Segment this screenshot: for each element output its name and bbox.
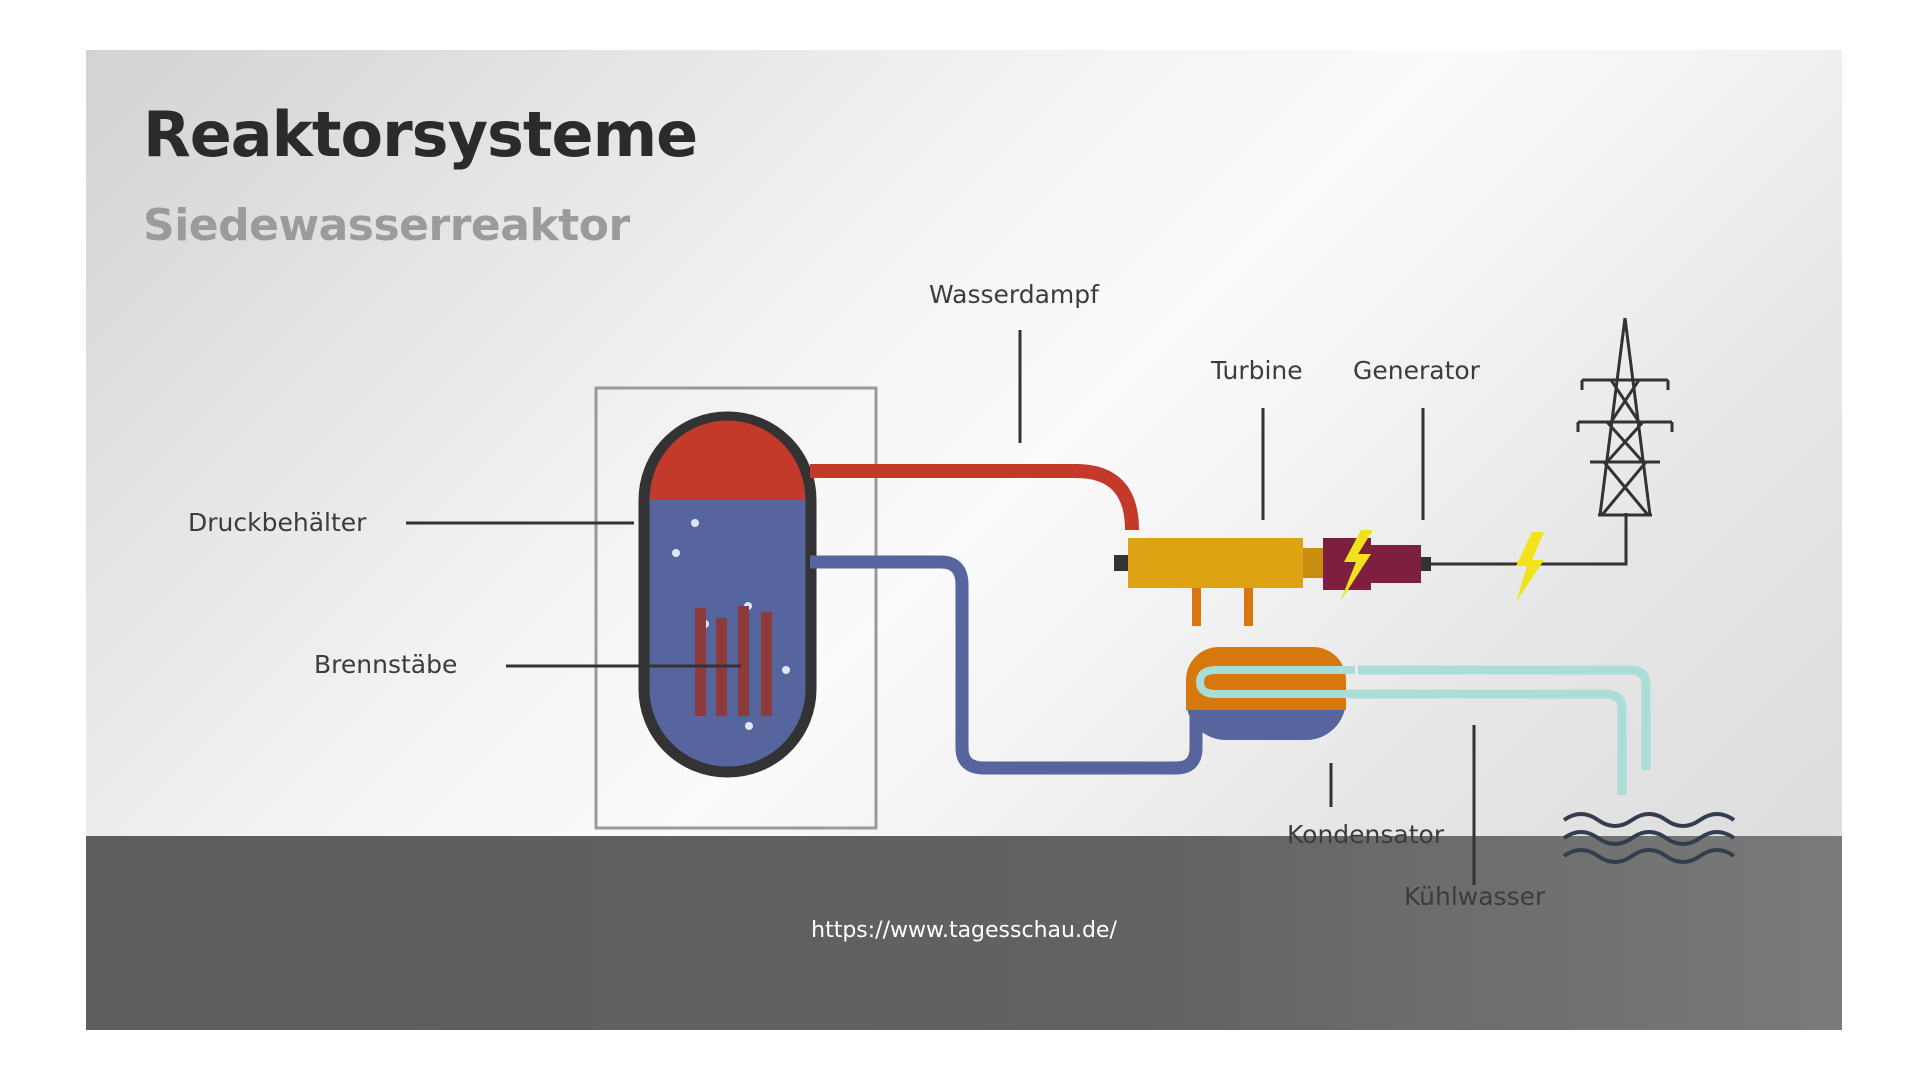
feedwater-pipe [810, 555, 1203, 775]
containment-box [594, 386, 878, 830]
label-steam: Wasserdampf [929, 280, 1099, 309]
label-pressure-vessel: Druckbehälter [188, 508, 367, 537]
leader-lines [406, 330, 1476, 885]
reactor-diagram [406, 317, 1736, 885]
label-condenser: Kondensator [1287, 820, 1445, 849]
label-fuel-rods: Brennstäbe [314, 650, 458, 679]
pressure-vessel [638, 411, 817, 778]
turbine [1128, 538, 1303, 588]
label-generator: Generator [1353, 356, 1480, 385]
label-cooling-water: Kühlwasser [1404, 882, 1546, 911]
water-waves-icon [1562, 812, 1736, 864]
lightning-icon [1516, 532, 1544, 602]
slide-panel: Reaktorsysteme Siedewasserreaktor Wasser… [86, 50, 1842, 1030]
page-subtitle: Siedewasserreaktor [143, 200, 630, 251]
lightning-icon [1340, 530, 1373, 602]
transmission-tower-icon [1576, 317, 1674, 517]
footer-band [86, 836, 1842, 1030]
cooling-water-pipe [1348, 665, 1651, 795]
steam-pipe [810, 464, 1139, 531]
source-url: https://www.tagesschau.de/ [811, 918, 1117, 943]
generator [1323, 530, 1431, 602]
label-turbine: Turbine [1211, 356, 1303, 385]
page-title: Reaktorsysteme [143, 98, 698, 171]
